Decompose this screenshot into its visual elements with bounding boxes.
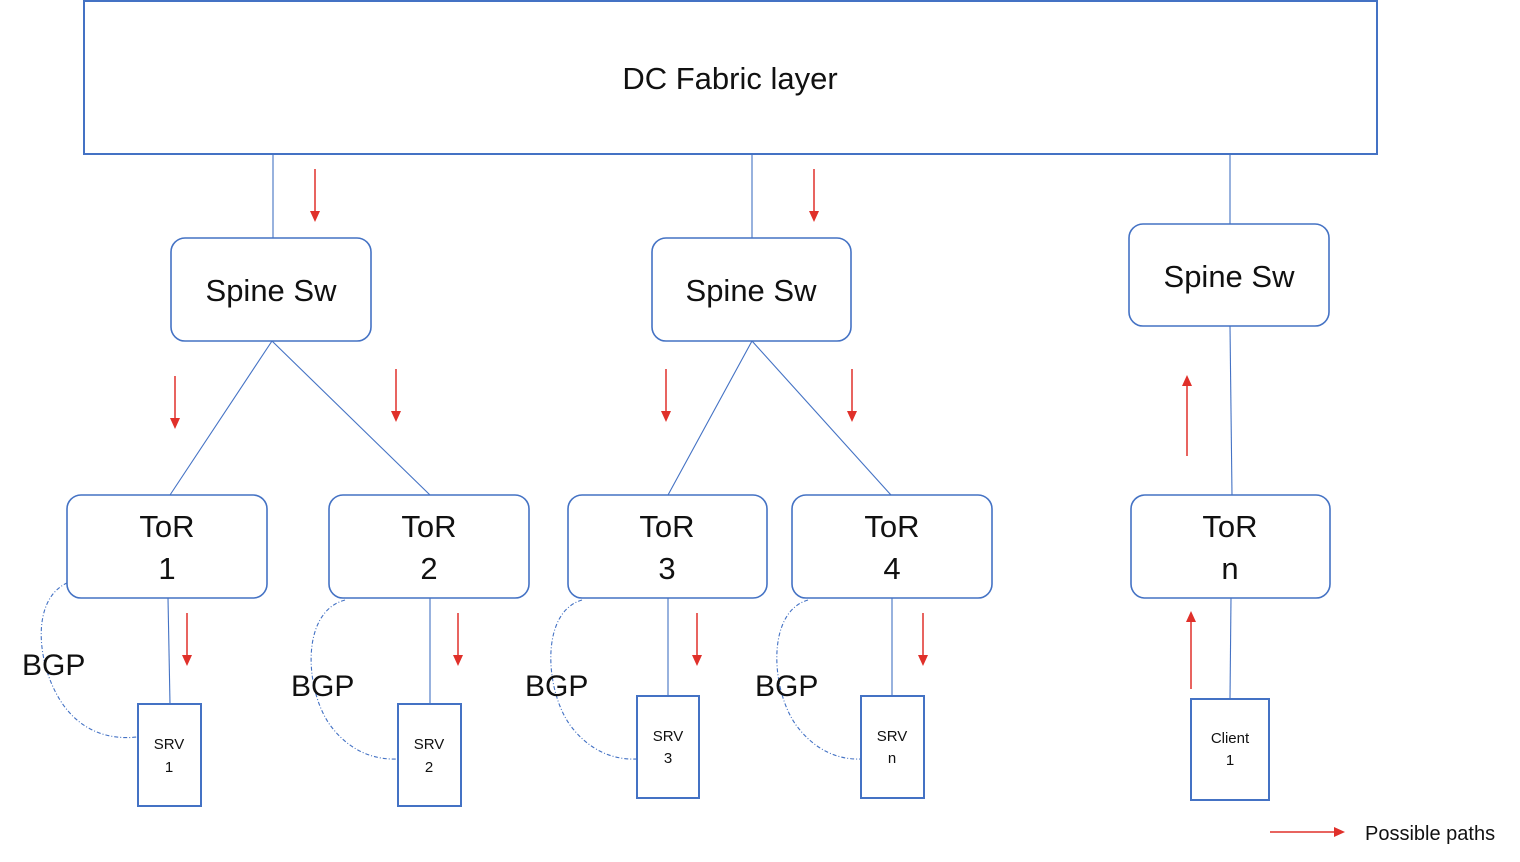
path-arrow-tor3-srv3 [692,613,702,666]
legend-label: Possible paths [1365,823,1495,845]
tor-switch-2-label: ToR [401,509,456,544]
client-1-number: 1 [1226,752,1234,769]
path-arrow-spine2-tor3 [661,369,671,422]
server-n-label: SRV [877,728,908,745]
fabric-layer-label: DC Fabric layer [622,61,837,96]
server-2-box [397,703,462,807]
bgp-curve-3 [550,599,638,760]
server-2: SRV 2 [397,703,462,807]
link-spine1-tor2 [271,340,431,496]
tor-switch-4-label: ToR [864,509,919,544]
bgp-label-3: BGP [525,670,588,703]
server-3: SRV 3 [636,695,700,799]
tor-switch-n-box [1130,494,1331,599]
server-3-box [636,695,700,799]
bgp-sessions [40,579,863,760]
server-1-label: SRV [154,736,185,753]
path-arrow-fabric-spine1 [310,169,320,222]
tor-switch-1-box [66,494,268,599]
server-1: SRV 1 [137,703,202,807]
path-arrow-tor1-srv1 [182,613,192,666]
fabric-layer: DC Fabric layer [83,0,1378,155]
bgp-label-2: BGP [291,670,354,703]
tor-switch-3-number: 3 [658,551,675,586]
tor-switch-3-box [567,494,768,599]
tor-switch-n: ToR n [1130,494,1331,599]
path-arrow-spine2-tor4 [847,369,857,422]
tor-switch-4: ToR 4 [791,494,993,599]
tor-switch-3: ToR 3 [567,494,768,599]
path-arrow-fabric-spine2 [809,169,819,222]
bgp-curve-2 [310,599,399,760]
server-3-number: 3 [664,750,672,767]
legend-arrow-icon [1270,827,1345,837]
spine-switch-2-box [651,237,852,342]
server-n-number: n [888,750,896,767]
fabric-layer-box [83,0,1378,155]
tor-switch-4-box [791,494,993,599]
tor-switch-4-number: 4 [883,551,900,586]
server-2-label: SRV [414,736,445,753]
client-1-box [1190,698,1270,801]
link-spine3-torn [1229,325,1233,496]
server-n-box [860,695,925,799]
link-torn-client1 [1229,597,1232,700]
link-spine2-tor3 [667,340,753,496]
path-arrows [170,169,1196,689]
path-arrow-spine1-tor2 [391,369,401,422]
path-arrow-tor4-srvn [918,613,928,666]
tor-switch-2: ToR 2 [328,494,530,599]
spine-switch-2-label: Spine Sw [686,273,818,308]
tor-switch-3-label: ToR [639,509,694,544]
bgp-label-4: BGP [755,670,818,703]
legend: Possible paths [1270,823,1495,845]
client-1: Client 1 [1190,698,1270,801]
spine-switch-3-box [1128,223,1330,327]
spine-switch-1-box [170,237,372,342]
tor-switch-n-number: n [1221,551,1238,586]
tor-switch-1-number: 1 [158,551,175,586]
tor-switch-2-box [328,494,530,599]
spine-switch-1: Spine Sw [170,237,372,342]
path-arrow-torn-spine3 [1182,375,1192,456]
link-spine1-tor1 [169,340,273,496]
link-tor1-srv1 [167,597,171,705]
spine-switch-3: Spine Sw [1128,223,1330,327]
path-arrow-spine1-tor1 [170,376,180,429]
server-n: SRV n [860,695,925,799]
client-1-label: Client [1211,730,1250,747]
tor-switch-1: ToR 1 [66,494,268,599]
links [167,154,1233,705]
spine-switch-1-label: Spine Sw [206,273,338,308]
server-1-number: 1 [165,759,173,776]
bgp-label-1: BGP [22,649,85,682]
server-3-label: SRV [653,728,684,745]
server-1-box [137,703,202,807]
bgp-curve-1 [40,579,138,739]
tor-switch-1-label: ToR [139,509,194,544]
path-arrow-client1-torn [1186,611,1196,689]
server-2-number: 2 [425,759,433,776]
spine-switch-2: Spine Sw [651,237,852,342]
link-spine2-tor4 [751,340,892,496]
tor-switch-n-label: ToR [1202,509,1257,544]
spine-switch-3-label: Spine Sw [1164,259,1296,294]
path-arrow-tor2-srv2 [453,613,463,666]
tor-switch-2-number: 2 [420,551,437,586]
